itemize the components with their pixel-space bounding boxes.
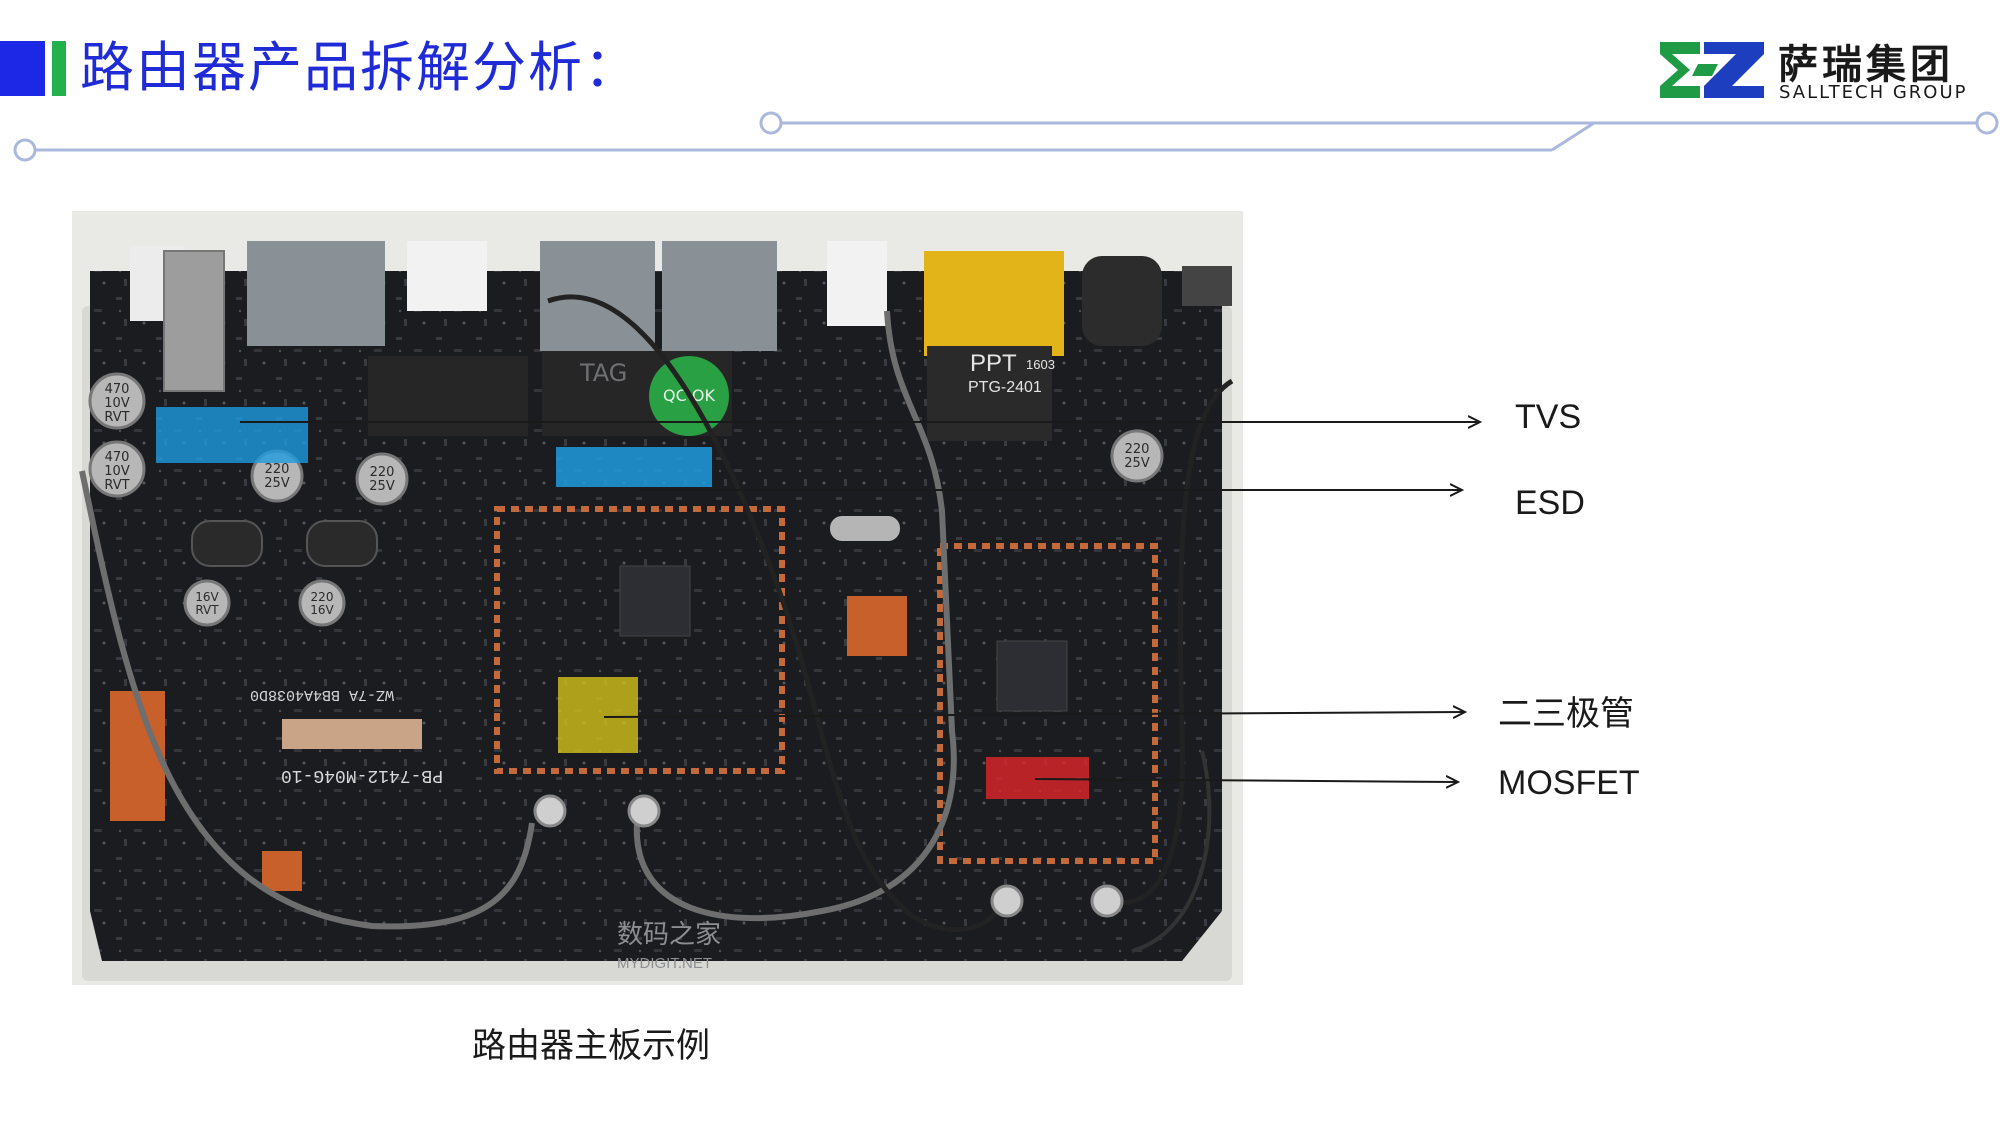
- callout-esd: ESD: [1515, 484, 1585, 522]
- svg-text:25V: 25V: [369, 479, 395, 494]
- svg-text:16V: 16V: [310, 603, 334, 617]
- watermark-en: MYDIGIT.NET: [617, 955, 712, 972]
- svg-text:220: 220: [265, 462, 290, 477]
- salltech-logo-icon: [1660, 42, 1764, 98]
- watermark-cn: 数码之家: [617, 920, 721, 950]
- svg-text:10V: 10V: [104, 464, 130, 479]
- board-id-text: WZ-7A BB4A4038D0: [250, 686, 394, 703]
- svg-text:220: 220: [370, 465, 395, 480]
- figure-caption: 路由器主板示例: [472, 1026, 710, 1066]
- company-logo: 萨瑞集团 SALLTECH GROUP: [1660, 36, 1970, 106]
- transformer-code: 1603: [1026, 357, 1055, 372]
- divider-node-left: [13, 138, 37, 162]
- svg-text:25V: 25V: [264, 476, 290, 491]
- esd-highlight: [556, 447, 712, 487]
- transformer-brand: PPT: [970, 350, 1017, 377]
- svg-text:470: 470: [105, 450, 130, 465]
- svg-text:16V: 16V: [195, 590, 219, 604]
- callout-diode-transistor: 二三极管: [1498, 695, 1634, 733]
- svg-text:RVT: RVT: [104, 410, 129, 425]
- logo-name-en: SALLTECH GROUP: [1779, 82, 1968, 103]
- title-accent-green-bar: [52, 41, 66, 96]
- svg-text:220: 220: [1125, 442, 1150, 457]
- tvs-highlight: [156, 407, 308, 463]
- mosfet-highlight: [986, 757, 1089, 799]
- svg-text:10V: 10V: [104, 396, 130, 411]
- logo-name-cn: 萨瑞集团: [1778, 42, 1954, 88]
- svg-text:470: 470: [105, 382, 130, 397]
- callout-tvs: TVS: [1515, 398, 1582, 436]
- router-pcb-photo: TAG QC OK PPT 1603 PTG-2401 470 10V RVT …: [72, 211, 1243, 985]
- divider-node-right: [1975, 111, 1999, 135]
- board-model-text: PB-7412-M04G-10: [281, 765, 443, 785]
- title-accent-blue-bar: [0, 41, 45, 96]
- diode-transistor-highlight: [558, 677, 638, 753]
- pcb-tag-text: TAG: [579, 359, 627, 387]
- svg-text:25V: 25V: [1124, 456, 1150, 471]
- svg-text:RVT: RVT: [195, 603, 219, 617]
- callout-mosfet: MOSFET: [1498, 764, 1640, 802]
- svg-text:RVT: RVT: [104, 478, 129, 493]
- header-divider-lines: [13, 111, 1999, 162]
- svg-text:220: 220: [311, 590, 334, 604]
- divider-node-mid: [759, 111, 783, 135]
- page-title: 路由器产品拆解分析：: [80, 36, 640, 99]
- transformer-model: PTG-2401: [968, 379, 1042, 396]
